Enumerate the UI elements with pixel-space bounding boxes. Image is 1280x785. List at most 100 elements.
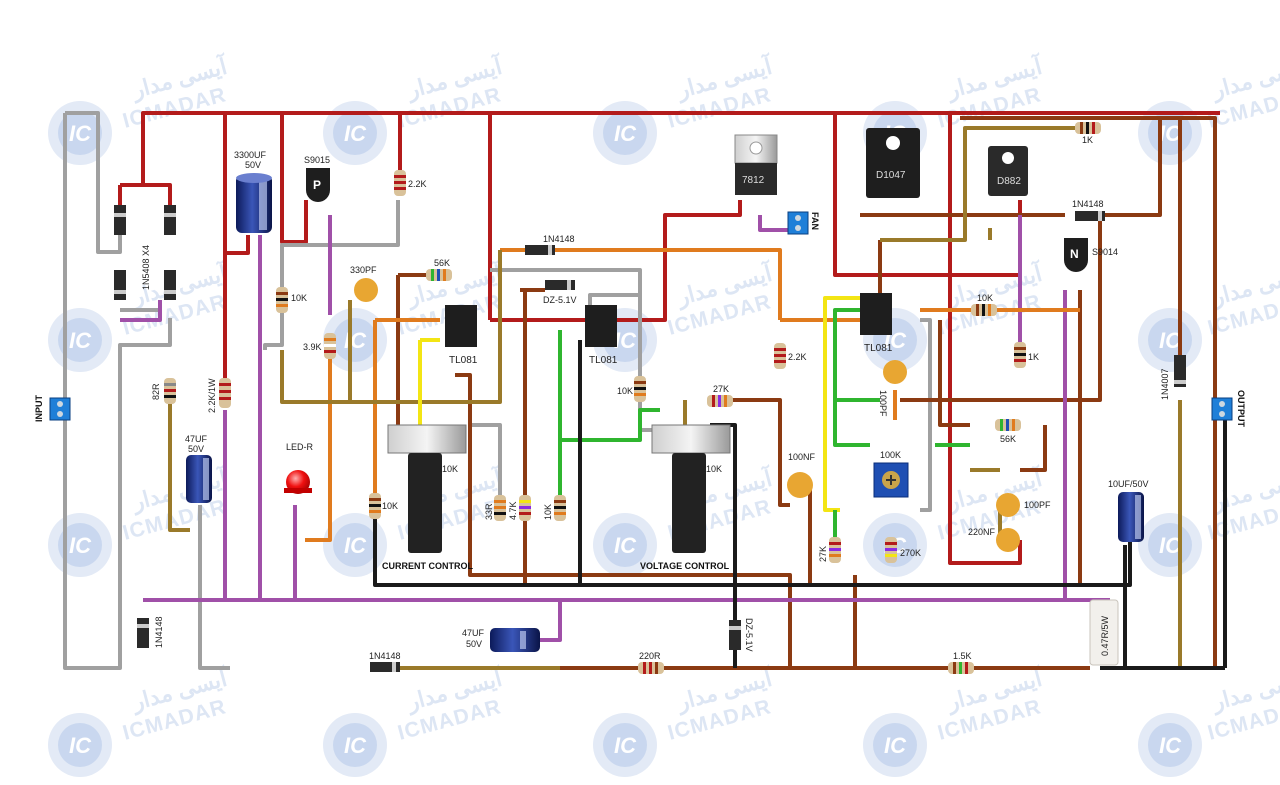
svg-text:10K: 10K — [382, 501, 398, 511]
capacitor-330pf: 330PF — [350, 265, 378, 302]
resistors: 2.2K 10K 3.9K 56K 82R 2.2K/1W 10K 2.2K 2… — [151, 122, 1119, 674]
resistor-33r: 33R — [484, 495, 506, 521]
resistor-10k-d: 10K — [369, 493, 398, 519]
resistor-56k-a: 56K — [426, 258, 452, 281]
wire-green — [558, 308, 970, 540]
svg-text:27K: 27K — [713, 384, 729, 394]
svg-text:4.7K: 4.7K — [508, 501, 518, 520]
diode-icon — [114, 205, 126, 235]
resistor-27k-b: 27K — [818, 537, 841, 563]
capacitor-47uf-b: 47UF 50V — [462, 628, 540, 652]
svg-text:TL081: TL081 — [449, 355, 478, 366]
transistor-d882: D882 — [988, 146, 1028, 196]
pot-voltage-control[interactable]: 10K VOLTAGE CONTROL — [640, 424, 731, 571]
resistor-2k2-top: 2.2K — [394, 170, 427, 196]
transistor-s9015: P S9015 — [304, 155, 330, 202]
diode-icon — [114, 270, 126, 300]
input-connector[interactable]: INPUT — [34, 394, 71, 422]
opamp-tl081-a: TL081 — [445, 305, 478, 366]
resistor-56k-b: 56K — [995, 419, 1021, 444]
svg-text:TL081: TL081 — [864, 343, 893, 354]
svg-text:220R: 220R — [639, 651, 661, 661]
svg-text:50V: 50V — [466, 639, 482, 649]
wire-yellow — [418, 296, 860, 512]
resistor-2k2-mid: 2.2K — [774, 343, 807, 369]
svg-text:100PF: 100PF — [878, 390, 888, 417]
svg-text:10K: 10K — [291, 293, 307, 303]
capacitor-3300uf: 3300UF 50V — [234, 150, 272, 233]
svg-text:DZ-5.1V: DZ-5.1V — [543, 295, 577, 305]
voltage-control-label: VOLTAGE CONTROL — [640, 561, 730, 571]
resistor-1k-mid: 1K — [1014, 342, 1039, 368]
bridge-label: 1N5408 X4 — [141, 245, 151, 290]
led-red: LED-R — [284, 442, 314, 494]
resistor-270k: 270K — [885, 537, 921, 563]
svg-text:270K: 270K — [900, 548, 921, 558]
svg-text:1K: 1K — [1028, 352, 1039, 362]
resistor-220r: 220R — [638, 651, 664, 674]
resistor-10k-c: 10K — [971, 293, 997, 316]
svg-text:10K: 10K — [543, 504, 553, 520]
svg-text:1.5K: 1.5K — [953, 651, 972, 661]
svg-text:56K: 56K — [1000, 434, 1016, 444]
resistor-2k2-1w: 2.2K/1W — [207, 378, 231, 413]
bridge-rectifier: 1N5408 X4 — [114, 205, 176, 300]
svg-text:10UF/50V: 10UF/50V — [1108, 479, 1149, 489]
resistor-27k-a: 27K — [707, 384, 733, 407]
svg-text:2.2K: 2.2K — [788, 352, 807, 362]
svg-text:0.47R/5W: 0.47R/5W — [1100, 615, 1110, 656]
capacitor-100nf: 100NF — [787, 452, 816, 498]
svg-text:33R: 33R — [484, 503, 494, 520]
svg-text:1N4148: 1N4148 — [369, 651, 401, 661]
capacitor-10uf: 10UF/50V — [1108, 479, 1149, 542]
diode-icon — [164, 205, 176, 235]
wire-orange — [305, 248, 1080, 542]
wire-purple — [120, 215, 1110, 642]
capacitor-100pf-a: 100PF — [878, 360, 907, 417]
resistor-82r: 82R — [151, 378, 176, 404]
svg-text:47UF: 47UF — [462, 628, 485, 638]
svg-text:1N4148: 1N4148 — [543, 234, 575, 244]
svg-text:82R: 82R — [151, 383, 161, 400]
diode-icon — [164, 270, 176, 300]
svg-text:2.2K/1W: 2.2K/1W — [207, 378, 217, 413]
capacitor-100pf-b: 100PF — [996, 493, 1051, 517]
svg-text:10K: 10K — [442, 464, 458, 474]
resistor-1k-top: 1K — [1075, 122, 1101, 145]
svg-text:N: N — [1070, 247, 1079, 261]
svg-text:S9014: S9014 — [1092, 247, 1118, 257]
transistor-s9014: N S9014 — [1064, 238, 1118, 272]
capacitor-220nf: 220NF — [968, 527, 1020, 552]
svg-text:S9015: S9015 — [304, 155, 330, 165]
svg-text:3300UF: 3300UF — [234, 150, 267, 160]
zener-dz-bottom: DZ-5.1V — [729, 618, 754, 652]
pot-current-control[interactable]: 10K CURRENT CONTROL — [382, 424, 473, 571]
svg-text:1K: 1K — [1082, 135, 1093, 145]
zener-dz-top: DZ-5.1V — [543, 280, 577, 305]
diode-1n4148-bottom: 1N4148 — [369, 651, 401, 672]
svg-text:47UF: 47UF — [185, 434, 208, 444]
opamp-tl081-c: TL081 — [860, 293, 893, 354]
svg-text:27K: 27K — [818, 546, 828, 562]
svg-text:220NF: 220NF — [968, 527, 996, 537]
resistor-3k9: 3.9K — [303, 333, 336, 359]
regulator-7812: 7812 — [734, 134, 778, 195]
svg-text:P: P — [313, 178, 321, 192]
diode-1n4148-right: 1N4148 — [1072, 199, 1105, 221]
svg-text:3.9K: 3.9K — [303, 342, 322, 352]
svg-text:D1047: D1047 — [876, 170, 906, 181]
svg-text:TL081: TL081 — [589, 355, 618, 366]
fan-connector[interactable]: FAN — [787, 211, 820, 235]
svg-text:1N4148: 1N4148 — [1072, 199, 1104, 209]
trimmer-100k[interactable]: 100K — [873, 450, 909, 498]
resistor-10k-a: 10K — [276, 287, 307, 313]
svg-text:50V: 50V — [188, 444, 204, 454]
current-control-label: CURRENT CONTROL — [382, 561, 473, 571]
svg-text:56K: 56K — [434, 258, 450, 268]
svg-text:100K: 100K — [880, 450, 901, 460]
wires — [63, 111, 1227, 670]
output-connector[interactable]: OUTPUT — [1211, 390, 1246, 428]
svg-text:50V: 50V — [245, 160, 261, 170]
resistor-4k7: 4.7K — [508, 495, 531, 521]
